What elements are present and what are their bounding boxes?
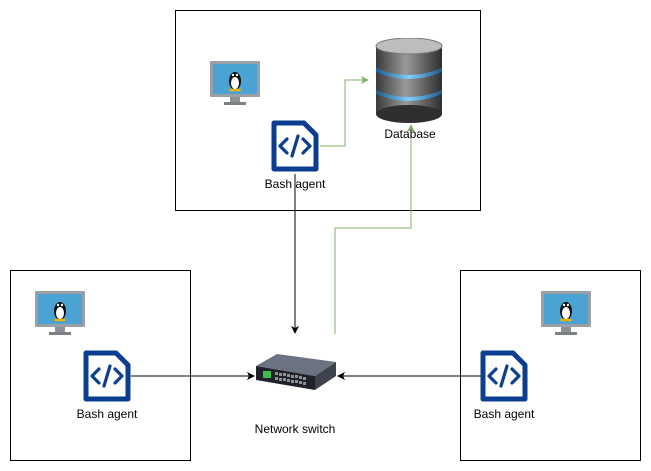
edge-switch-to-database [334,124,415,334]
linux-monitor-icon [541,291,591,335]
switch-label: Network switch [254,422,336,436]
database-label: Database [384,127,436,141]
linux-monitor-icon [35,291,85,335]
left-agent-label: Bash agent [76,407,138,421]
edge-agent-to-database [320,76,369,147]
code-file-icon [480,350,528,402]
top-agent-label: Bash agent [264,177,326,191]
database-icon [375,38,443,123]
network-switch-icon [256,354,336,390]
linux-monitor-icon [210,61,260,105]
code-file-icon [271,120,319,172]
code-file-icon [83,350,131,402]
right-agent-label: Bash agent [473,407,535,421]
